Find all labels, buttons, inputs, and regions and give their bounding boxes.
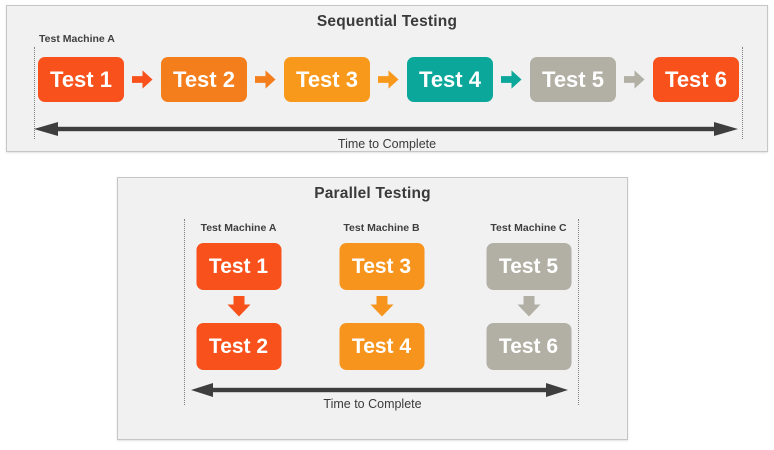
down-arrow-shape (517, 296, 540, 317)
sequential-title: Sequential Testing (316, 13, 458, 30)
test-box-6: Test 6 (486, 323, 571, 370)
timeline-end-dotted-line (742, 47, 743, 139)
down-arrow-icon (227, 296, 250, 317)
test-box-4: Test 4 (339, 323, 424, 370)
double-arrow-shape (191, 383, 568, 397)
test-box-4: Test 4 (407, 57, 493, 102)
timeline-start-dotted-line (184, 219, 185, 405)
down-arrow-icon (370, 296, 393, 317)
right-arrow-icon (132, 70, 153, 89)
test-box-5: Test 5 (530, 57, 616, 102)
machine-c-column: Test Machine C Test 5 Test 6 (456, 222, 601, 372)
test-box-1: Test 1 (38, 57, 124, 102)
test-box-2: Test 2 (196, 323, 281, 370)
right-arrow-icon (624, 70, 645, 89)
down-arrow-shape (227, 296, 250, 317)
right-arrow-icon (501, 70, 522, 89)
machine-c-label: Test Machine C (490, 222, 567, 234)
time-to-complete-arrow (191, 383, 568, 397)
test-box-6: Test 6 (653, 57, 739, 102)
parallel-timeline-label: Time to Complete (323, 397, 422, 411)
test-box-2: Test 2 (161, 57, 247, 102)
down-arrow-icon (517, 296, 540, 317)
double-arrow-shape (34, 122, 738, 136)
machine-b-label: Test Machine B (343, 222, 420, 234)
parallel-testing-panel: Parallel Testing Test Machine A Test 1 T… (117, 177, 628, 440)
machine-a-column: Test Machine A Test 1 Test 2 (166, 222, 311, 372)
timeline-start-dotted-line (34, 47, 35, 139)
down-arrow-shape (370, 296, 393, 317)
right-arrow-icon (378, 70, 399, 89)
right-arrow-icon (255, 70, 276, 89)
right-arrow-shape (501, 70, 522, 89)
time-to-complete-arrow (34, 122, 738, 136)
sequential-test-row: Test 1 Test 2 Test 3 Test 4 Test 5 Test … (38, 57, 739, 102)
right-arrow-shape (132, 70, 153, 89)
machine-b-column: Test Machine B Test 3 Test 4 (309, 222, 454, 372)
sequential-timeline-label: Time to Complete (337, 137, 437, 151)
test-box-3: Test 3 (284, 57, 370, 102)
parallel-title: Parallel Testing (314, 185, 431, 202)
right-arrow-shape (378, 70, 399, 89)
timeline-end-dotted-line (578, 219, 579, 405)
machine-a-label: Test Machine A (200, 222, 277, 234)
test-box-1: Test 1 (196, 243, 281, 290)
sequential-testing-panel: Sequential Testing Test Machine A Test 1… (6, 5, 768, 152)
sequential-machine-label: Test Machine A (39, 33, 115, 45)
right-arrow-shape (255, 70, 276, 89)
test-box-3: Test 3 (339, 243, 424, 290)
right-arrow-shape (624, 70, 645, 89)
test-box-5: Test 5 (486, 243, 571, 290)
